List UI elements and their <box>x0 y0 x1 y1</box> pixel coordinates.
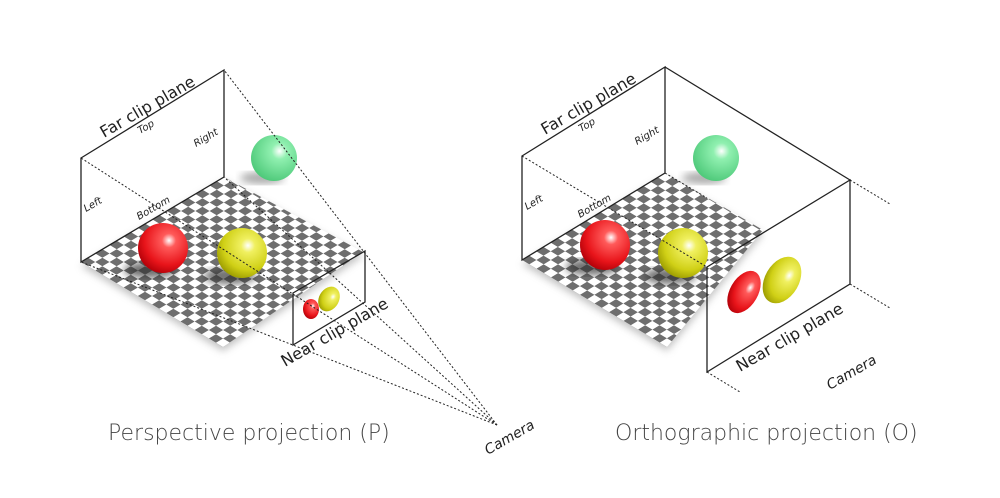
camera-label: Camera <box>824 352 880 393</box>
red-sphere <box>138 223 188 273</box>
left-label: Left <box>82 195 105 215</box>
right-label: Right <box>633 124 662 147</box>
near-red-projection <box>303 299 319 319</box>
left-label: Left <box>523 193 546 213</box>
orthographic-caption: Orthographic projection (O) <box>615 421 918 446</box>
right-label: Right <box>192 126 221 149</box>
perspective-diagram: Far clip plane Top Right Left Bottom Nea… <box>80 68 538 458</box>
near-clip-plane-label: Near clip plane <box>733 299 847 376</box>
yellow-sphere <box>217 228 267 278</box>
near-red-projection <box>727 270 761 314</box>
checkerboard-floor <box>522 173 763 347</box>
red-sphere <box>580 220 630 270</box>
green-sphere <box>693 135 739 181</box>
near-yellow-projection <box>762 256 802 304</box>
near-yellow-projection <box>318 286 340 312</box>
camera-label: Camera <box>482 417 538 458</box>
frustum-lines <box>80 69 498 426</box>
green-sphere <box>251 135 297 181</box>
yellow-sphere <box>658 228 708 278</box>
orthographic-diagram: Far clip plane Top Right Left Bottom Nea… <box>521 65 918 446</box>
near-clip-plane <box>292 249 366 347</box>
perspective-caption: Perspective projection (P) <box>108 421 390 446</box>
projection-lines <box>664 172 891 393</box>
